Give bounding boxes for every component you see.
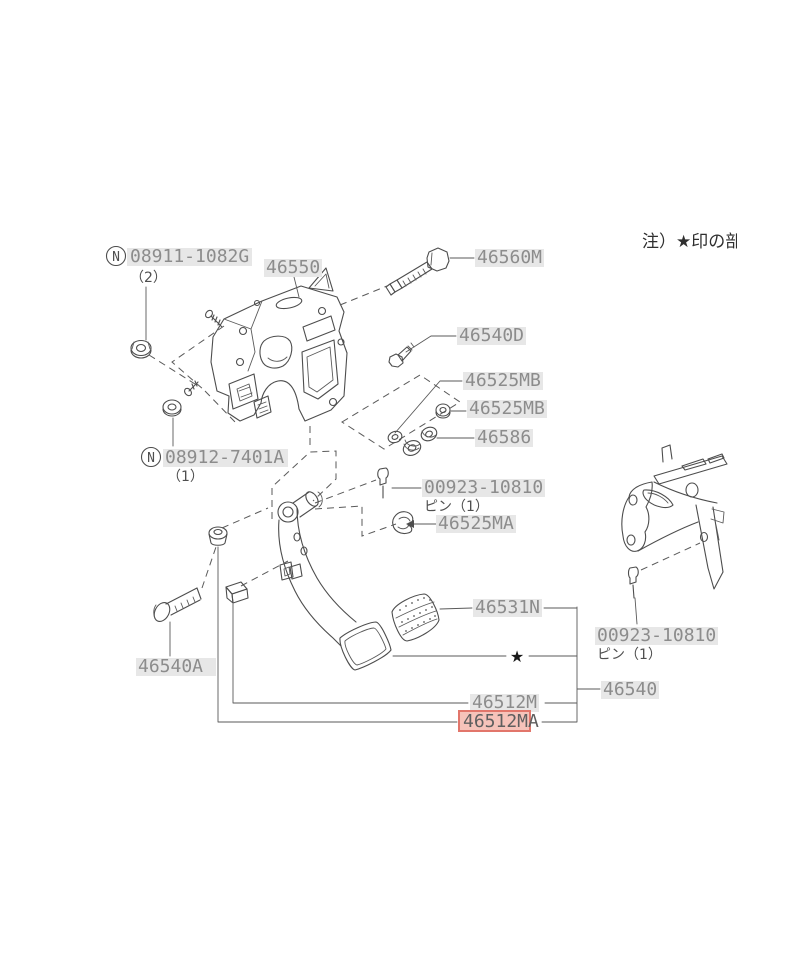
label-highlight (470, 694, 539, 712)
part-label-46525MB-a[interactable]: 46525MB (463, 370, 543, 391)
part-number: 08912-7401A (165, 447, 284, 468)
pin-00923-top-art (314, 467, 422, 504)
part-qty: （1） (167, 469, 204, 485)
leader-46550-line (293, 276, 300, 298)
pedal-pad-46531N-art (391, 593, 473, 642)
part-label-46560M[interactable]: 46560M (475, 247, 544, 268)
part-number: 08911-1082G (130, 246, 249, 267)
part-label-46540D[interactable]: 46540D (457, 325, 526, 346)
part-label-46540A[interactable]: 46540A (136, 656, 216, 677)
part-label-00923-top[interactable]: 00923-10810 ピン（1） (422, 477, 545, 515)
pad-texture-dots (399, 597, 436, 632)
n-badge: N (147, 451, 155, 466)
part-sub-label: ピン（1） (597, 647, 662, 663)
grommet-art (208, 526, 228, 546)
part-qty: （2） (130, 270, 167, 286)
pin-00923-right-art (627, 542, 701, 625)
part-label-46550[interactable]: 46550 (264, 257, 322, 278)
bolt-46560M-art (339, 247, 475, 306)
bracket-group-lines (541, 606, 601, 723)
leader-46512M-line (232, 603, 469, 704)
bolt-46540A-art (153, 507, 289, 657)
star-marker: ★ (510, 647, 524, 666)
part-number: 46525MB (469, 398, 545, 419)
stopper-art (225, 581, 249, 604)
part-number: 46531N (475, 597, 540, 618)
label-highlight (467, 400, 547, 418)
selected-part-highlight (458, 710, 531, 732)
part-number: 00923-10810 (424, 477, 543, 498)
note-text: 注）★印の部 (642, 232, 742, 252)
label-highlight (595, 627, 718, 645)
flange-nut-08912-art (162, 399, 182, 447)
part-label-08911[interactable]: N 08911-1082G （2） (105, 245, 253, 286)
label-highlight (127, 248, 252, 266)
bushing-cluster-art (341, 374, 475, 456)
label-highlight (457, 327, 526, 345)
n-badge: N (112, 250, 120, 265)
part-label-08912[interactable]: N 08912-7401A （1） (140, 446, 289, 485)
label-highlight (422, 479, 545, 497)
part-label-46525MB-b[interactable]: 46525MB (467, 398, 547, 419)
part-number: 46540D (459, 325, 524, 346)
part-sub-label: ピン（1） (424, 499, 489, 515)
part-number: 00923-10810 (597, 625, 716, 646)
part-number: 46512MA (463, 711, 539, 732)
part-number: 46525MA (438, 513, 514, 534)
part-number: 46540A (138, 656, 203, 677)
label-highlight (475, 429, 533, 447)
mount-bracket-46540-art (621, 444, 728, 590)
flange-nut-08911-art (130, 286, 152, 359)
part-number: 46540 (603, 679, 657, 700)
part-label-46525MA[interactable]: 46525MA (436, 513, 516, 534)
label-highlight (475, 249, 544, 267)
part-number: 46586 (477, 427, 531, 448)
label-highlight (601, 681, 659, 699)
label-highlight (264, 259, 322, 277)
assembly-guide-dashes-top-left (148, 325, 238, 425)
leader-46512MA-line (217, 546, 458, 723)
label-highlight (436, 515, 516, 533)
part-label-00923-right[interactable]: 00923-10810 ピン（1） (595, 625, 718, 663)
label-highlight (463, 372, 543, 390)
part-number: 46512M (472, 692, 537, 713)
part-label-46531N[interactable]: 46531N (473, 597, 542, 618)
part-label-46586[interactable]: 46586 (475, 427, 533, 448)
part-number: 46550 (266, 257, 320, 278)
part-number: 46560M (477, 247, 542, 268)
part-label-46512M[interactable]: 46512M (470, 692, 539, 713)
n-badge-circle (105, 245, 127, 267)
part-number: 46525MB (465, 370, 541, 391)
label-highlight (163, 449, 288, 467)
label-highlight (473, 599, 542, 617)
pedal-arm-art (271, 426, 392, 671)
bolt-46540D-art (388, 335, 457, 368)
n-badge-circle (140, 446, 162, 468)
pedal-bracket-46550-art (184, 267, 348, 422)
part-label-46540[interactable]: 46540 (601, 679, 659, 700)
clip-46525MA-art (314, 505, 437, 537)
part-label-46512MA-selected[interactable]: 46512MA (458, 710, 539, 732)
label-highlight (136, 658, 216, 676)
